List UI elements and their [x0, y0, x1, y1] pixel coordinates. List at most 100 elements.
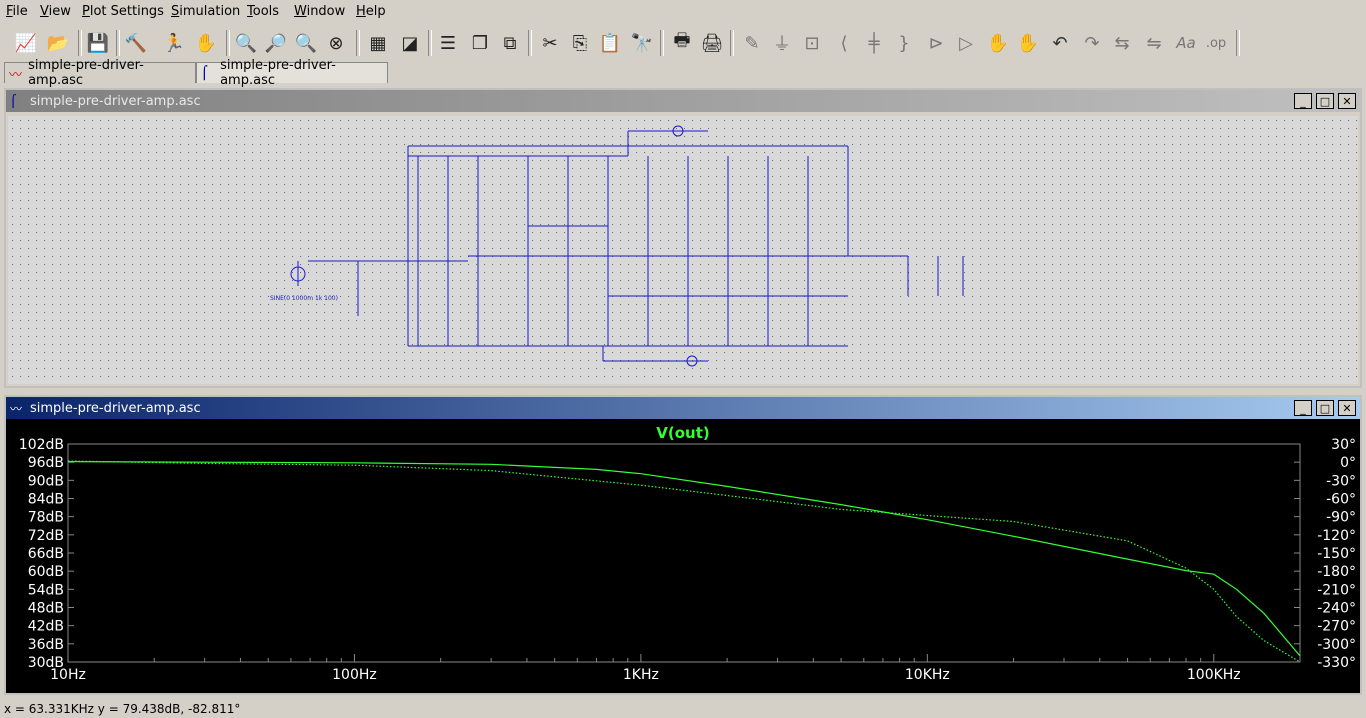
- undo-icon[interactable]: ↶: [1052, 32, 1068, 54]
- y2-tick-label: 30°: [1331, 437, 1356, 453]
- maximize-button[interactable]: □: [1316, 93, 1334, 109]
- window-title: simple-pre-driver-amp.asc: [30, 400, 201, 416]
- minimize-button[interactable]: _: [1294, 400, 1312, 416]
- waveform-icon: 〰: [9, 67, 23, 83]
- y-tick-label: 90dB: [28, 473, 64, 489]
- x-tick-label: 1KHz: [623, 667, 659, 683]
- minimize-button[interactable]: _: [1294, 93, 1312, 109]
- delete-trace-icon[interactable]: ◪: [401, 32, 419, 54]
- schematic-titlebar: ⌠ simple-pre-driver-amp.asc: [6, 90, 1360, 112]
- redo-icon[interactable]: ↷: [1084, 32, 1100, 54]
- open-folder-icon[interactable]: 📂: [46, 32, 70, 54]
- trace-phase[interactable]: [67, 460, 1301, 663]
- cut-icon[interactable]: ✂: [542, 32, 558, 54]
- label-net-icon[interactable]: ⊡: [804, 32, 820, 54]
- copy-icon[interactable]: ⎘: [572, 32, 588, 54]
- y-tick-label: 78dB: [28, 510, 64, 526]
- circuit-wires: [290, 125, 964, 367]
- rotate-icon[interactable]: ⇆: [1114, 32, 1130, 54]
- close-button[interactable]: ✕: [1338, 93, 1356, 109]
- menu-help[interactable]: Help: [356, 4, 386, 19]
- find-binoculars-icon[interactable]: 🔭: [630, 32, 654, 54]
- spice-directive-icon[interactable]: .op: [1205, 35, 1227, 51]
- paste-icon[interactable]: 📋: [598, 32, 622, 54]
- zoom-out-icon[interactable]: 🔍: [294, 32, 318, 54]
- status-bar: x = 63.331KHz y = 79.438dB, -82.811°: [0, 700, 1366, 718]
- autorange-icon[interactable]: ▦: [369, 32, 387, 54]
- plot-background: [6, 419, 1360, 693]
- menu-simulation[interactable]: Simulation: [171, 4, 241, 19]
- diode-icon[interactable]: ⊳: [928, 32, 944, 54]
- menu-plot-settings[interactable]: Plot Settings: [82, 4, 164, 19]
- y-tick-label: 66dB: [28, 546, 64, 562]
- trace-label-vout[interactable]: V(out): [656, 424, 709, 442]
- tab-waveform[interactable]: 〰 simple-pre-driver-amp.asc: [4, 58, 196, 88]
- y2-tick-label: -30°: [1326, 473, 1356, 489]
- waveform-icon: 〰: [10, 401, 23, 416]
- move-hand-icon[interactable]: ✋: [986, 32, 1010, 54]
- y-tick-label: 84dB: [28, 492, 64, 508]
- wire-pencil-icon[interactable]: ✎: [744, 32, 760, 54]
- x-tick-label: 100Hz: [332, 667, 377, 683]
- menu-window[interactable]: Window: [294, 4, 346, 19]
- ground-icon[interactable]: ⏚: [773, 34, 791, 55]
- y-tick-label: 54dB: [28, 582, 64, 598]
- x-tick-label: 10KHz: [905, 667, 950, 683]
- y-tick-label: 36dB: [28, 637, 64, 653]
- trace-magnitude[interactable]: [67, 461, 1301, 657]
- y-tick-label: 60dB: [28, 564, 64, 580]
- tab-schematic[interactable]: ⌠ simple-pre-driver-amp.asc: [196, 58, 388, 88]
- zoom-in-icon[interactable]: 🔍: [234, 32, 258, 54]
- print-icon[interactable]: 🖨: [700, 32, 724, 54]
- component-icon[interactable]: ▷: [959, 32, 973, 54]
- y2-tick-label: -150°: [1317, 546, 1356, 562]
- menu-view[interactable]: View: [40, 4, 71, 19]
- plot-titlebar: 〰 simple-pre-driver-amp.asc: [6, 397, 1360, 419]
- y-tick-label: 30dB: [28, 655, 64, 671]
- new-schematic-icon[interactable]: 📈: [14, 32, 38, 54]
- schematic-background: [8, 116, 1358, 384]
- tab-label: simple-pre-driver-amp.asc: [28, 58, 144, 88]
- y-tick-label: 102dB: [19, 437, 64, 453]
- drag-hand-icon[interactable]: ✋: [1016, 32, 1040, 54]
- menu-file[interactable]: File: [6, 4, 28, 19]
- menu-bar: File View Plot Settings Simulation Tools Wind…: [0, 0, 1366, 24]
- text-icon[interactable]: Aa: [1176, 34, 1196, 52]
- halt-hand-icon[interactable]: ✋: [194, 32, 218, 54]
- y2-tick-label: -270°: [1317, 619, 1356, 635]
- source-label: SINE(0 1000m 1k 100): [270, 295, 338, 302]
- maximize-button[interactable]: □: [1316, 400, 1334, 416]
- save-icon[interactable]: 💾: [86, 32, 110, 54]
- plot-window: 〰 simple-pre-driver-amp.asc _ □ ✕ V(out)…: [4, 395, 1362, 695]
- print-preview-icon[interactable]: 🖶: [673, 30, 691, 51]
- inductor-icon[interactable]: }: [898, 32, 910, 54]
- y-tick-label: 48dB: [28, 601, 64, 617]
- x-tick-label: 10Hz: [50, 667, 86, 683]
- control-panel-icon[interactable]: 🔨: [124, 32, 148, 54]
- y2-tick-label: -90°: [1326, 510, 1356, 526]
- tile-vertical-icon[interactable]: ⧉: [503, 32, 517, 54]
- zoom-pan-icon[interactable]: 🔎: [264, 32, 288, 54]
- y2-tick-label: -60°: [1326, 492, 1356, 508]
- run-icon[interactable]: 🏃: [162, 32, 186, 54]
- cursor-readout: x = 63.331KHz y = 79.438dB, -82.811°: [4, 702, 241, 716]
- y2-tick-label: -240°: [1317, 601, 1356, 617]
- y2-tick-label: -330°: [1317, 655, 1356, 671]
- mirror-icon[interactable]: ⇋: [1146, 32, 1162, 54]
- cascade-icon[interactable]: ❐: [471, 32, 489, 54]
- toolbar: 📈 📂 💾 🔨 🏃 ✋ 🔍 🔎 🔍 ⊗ ▦ ◪ ☰ ❐ ⧉ ✂ ⎘ 📋 🔭 🖶 …: [0, 26, 1366, 60]
- bode-plot[interactable]: V(out) 102dB96dB90dB84dB78dB72dB66dB60dB…: [6, 419, 1360, 693]
- capacitor-icon[interactable]: ╪: [868, 32, 880, 54]
- tile-horizontal-icon[interactable]: ☰: [439, 32, 457, 54]
- y2-tick-label: -300°: [1317, 637, 1356, 653]
- zoom-fit-icon[interactable]: ⊗: [328, 32, 344, 54]
- grid-dots: [12, 120, 1357, 377]
- menu-tools[interactable]: Tools: [247, 4, 280, 19]
- close-button[interactable]: ✕: [1338, 400, 1356, 416]
- y2-tick-label: 0°: [1340, 455, 1356, 471]
- y2-tick-label: -210°: [1317, 582, 1356, 598]
- resistor-icon[interactable]: ⟨: [840, 32, 848, 54]
- schematic-icon: ⌠: [10, 94, 17, 108]
- window-title: simple-pre-driver-amp.asc: [30, 93, 201, 109]
- schematic-canvas[interactable]: SINE(0 1000m 1k 100): [8, 116, 1358, 384]
